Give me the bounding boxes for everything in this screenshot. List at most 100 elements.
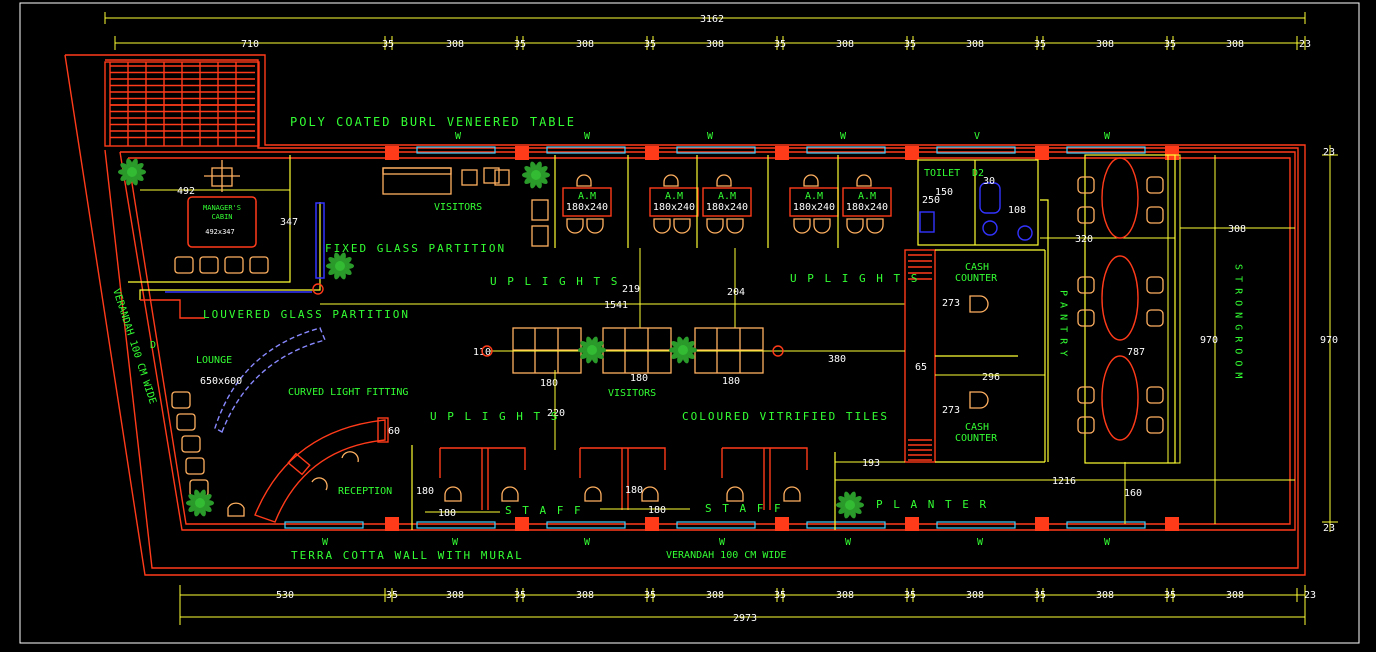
dim-65: 65 <box>915 362 927 373</box>
am-label: A.M <box>858 191 876 202</box>
toilet-block: TOILET D2 150 250 30 108 <box>917 159 1039 246</box>
pillar <box>905 517 919 531</box>
louvered-partition-line <box>140 299 205 319</box>
window-label: W <box>584 131 591 142</box>
dim-296: 296 <box>982 372 1000 383</box>
chair <box>846 218 864 234</box>
uplights-3-label: U P L I G H T S <box>430 410 559 423</box>
pillar <box>645 146 659 160</box>
right-dimension-chain: 23 970 23 <box>1320 145 1338 534</box>
pillar <box>1035 146 1049 160</box>
lounge-chair <box>176 413 196 431</box>
chair <box>706 218 724 234</box>
dim-top-segment: 308 <box>1096 39 1114 50</box>
plant <box>587 345 597 355</box>
curved-light-label: CURVED LIGHT FITTING <box>288 387 408 398</box>
dim-bottom-segment: 308 <box>836 590 854 601</box>
window <box>676 521 756 529</box>
pillar <box>905 146 919 160</box>
pantry-label: P A N T R Y <box>1058 290 1069 356</box>
dim-right-mid: 970 <box>1320 335 1338 346</box>
dim-bottom-segment: 35 <box>904 590 916 601</box>
toilet-label: TOILET <box>924 168 960 179</box>
pantry-chair <box>1146 176 1164 194</box>
chair <box>726 218 744 234</box>
dim-top-segment: 308 <box>446 39 464 50</box>
window-label: W <box>452 537 459 548</box>
window-label: W <box>1104 131 1111 142</box>
dim-bottom-segment: 530 <box>276 590 294 601</box>
pantry-chair <box>1146 309 1164 327</box>
chair <box>501 486 519 502</box>
window-label: W <box>322 537 329 548</box>
dim-180e: 180 <box>438 508 456 519</box>
visitors-sofa-top <box>382 167 549 247</box>
dim-top-segment: 35 <box>1034 39 1046 50</box>
chair <box>716 174 732 187</box>
dim-top-segment: 35 <box>904 39 916 50</box>
plant <box>678 345 688 355</box>
pillar <box>1035 517 1049 531</box>
chair <box>224 256 244 274</box>
dim-top-segment: 35 <box>1164 39 1176 50</box>
window-label: W <box>707 131 714 142</box>
manager-size-label: 492x347 <box>205 228 235 236</box>
structural-pillars <box>385 146 1179 531</box>
dim-180a: 180 <box>540 378 558 389</box>
pillar <box>515 146 529 160</box>
dim-bottom-segment: 35 <box>644 590 656 601</box>
dim-bottom-segment: 35 <box>1164 590 1176 601</box>
dim-top-segment: 308 <box>706 39 724 50</box>
tiles-label: COLOURED VITRIFIED TILES <box>682 410 889 423</box>
window-label: W <box>719 537 726 548</box>
dim-top-segment: 308 <box>576 39 594 50</box>
window-label: W <box>977 537 984 548</box>
chair <box>584 486 602 502</box>
dim-top-segment: 308 <box>836 39 854 50</box>
pantry-chair <box>1077 416 1095 434</box>
reception-label: RECEPTION <box>338 486 392 497</box>
dim-787: 787 <box>1127 347 1145 358</box>
dim-bottom-segment: 308 <box>1096 590 1114 601</box>
pantry-chair <box>1077 386 1095 404</box>
door-d-label: D <box>150 340 156 351</box>
dim-bottom-segment: 23 <box>1304 590 1316 601</box>
chair <box>663 174 679 187</box>
dim-250: 250 <box>922 195 940 206</box>
pantry-chair <box>1077 206 1095 224</box>
chair <box>803 174 819 187</box>
chair <box>566 218 584 234</box>
pantry-chair <box>1146 276 1164 294</box>
window <box>546 146 626 154</box>
window-label: W <box>584 537 591 548</box>
window <box>546 521 626 529</box>
chair <box>174 256 194 274</box>
window <box>806 521 886 529</box>
dim-bottom-segment: 308 <box>706 590 724 601</box>
dim-bottom-segment: 308 <box>576 590 594 601</box>
lounge-size-label: 650x600 <box>200 376 242 387</box>
window <box>416 521 496 529</box>
window-label: W <box>1104 537 1111 548</box>
fixed-glass-label: FIXED GLASS PARTITION <box>325 242 506 255</box>
manager-label: MANAGER'S <box>203 204 241 212</box>
plants <box>118 158 864 519</box>
chair <box>783 486 801 502</box>
pantry: P A N T R Y 320 787 <box>1040 154 1181 464</box>
staff-1-label: S T A F F <box>505 504 583 517</box>
am-size-label: 180x240 <box>706 202 748 213</box>
plant <box>127 167 137 177</box>
dim-bottom-segment: 35 <box>1034 590 1046 601</box>
cabin-label: CABIN <box>211 213 232 221</box>
dim-108: 108 <box>1008 205 1026 216</box>
chair <box>444 486 462 502</box>
window <box>936 146 1016 154</box>
curved-light-fitting <box>214 327 326 434</box>
d2-label: D2 <box>972 168 984 179</box>
dim-347: 347 <box>280 217 298 228</box>
dim-top-segment: 35 <box>382 39 394 50</box>
